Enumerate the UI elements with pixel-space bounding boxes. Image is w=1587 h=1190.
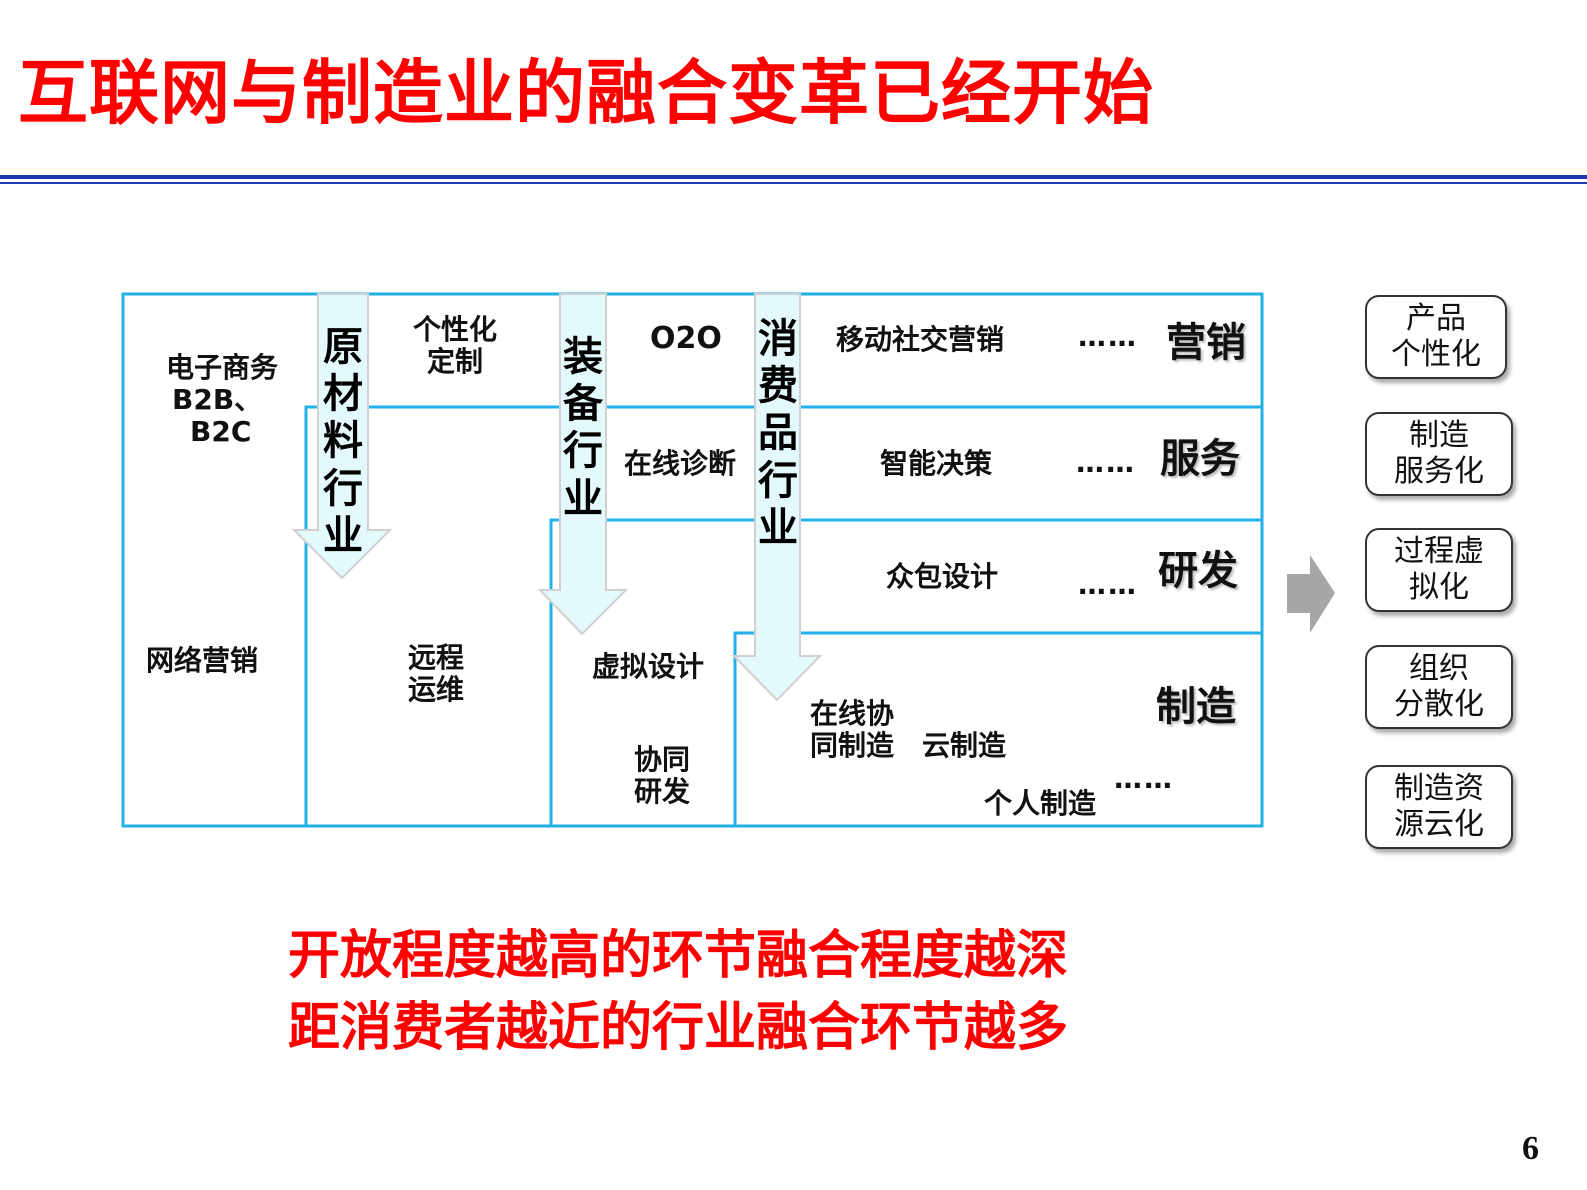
conclusion-line-1: 开放程度越高的环节融合程度越深: [288, 926, 1069, 986]
trend-resource-cloudification: 制造资源云化: [1365, 765, 1513, 849]
conclusion-line-2: 距消费者越近的行业融合环节越多: [288, 998, 1069, 1058]
raw-material-arrow: [291, 293, 393, 580]
equipment-region: [549, 518, 1262, 826]
o2o-cell: O2O: [650, 321, 722, 356]
page-title: 互联网与制造业的融合变革已经开始: [18, 52, 1154, 134]
trend-arrow: [1287, 555, 1335, 633]
personalized-custom-cell: 个性化 定制: [412, 313, 497, 379]
cloud-manufacturing-cell: 云制造: [922, 729, 1007, 762]
network-marketing-cell: 网络营销: [146, 644, 259, 677]
diagram-outer-frame: [121, 292, 1264, 828]
industry-label-raw: 原 材 料 行 业: [323, 324, 363, 559]
consumer-arrow: [731, 293, 823, 702]
trend-organization-decentralization: 组织分散化: [1365, 645, 1513, 729]
trend-process-virtualization: 过程虚拟化: [1365, 528, 1513, 612]
stage-manufacturing: 制造: [1156, 684, 1236, 730]
stage-service: 服务: [1160, 436, 1240, 482]
service-ellipsis: ……: [1076, 446, 1136, 479]
industry-label-equipment: 装 备 行 业: [563, 334, 603, 522]
manufacturing-ellipsis: ……: [1114, 762, 1174, 795]
virtual-design-cell: 虚拟设计: [592, 650, 705, 683]
title-rule-top: [0, 175, 1587, 179]
online-diagnosis-cell: 在线诊断: [624, 447, 737, 480]
stage-marketing: 营销: [1166, 320, 1246, 366]
equipment-arrow: [537, 293, 629, 636]
mobile-social-marketing-cell: 移动社交营销: [836, 323, 1005, 356]
raw-material-region: [304, 405, 1262, 826]
stage-rnd: 研发: [1158, 548, 1238, 594]
trend-product-personalization: 产品个性化: [1365, 295, 1507, 379]
smart-decision-cell: 智能决策: [880, 447, 993, 480]
rnd-ellipsis: ……: [1078, 568, 1138, 601]
crowdsourced-design-cell: 众包设计: [886, 560, 999, 593]
page-number: 6: [1522, 1130, 1539, 1167]
marketing-ellipsis: ……: [1078, 320, 1138, 353]
collab-rnd-cell: 协同 研发: [633, 743, 690, 809]
industry-label-consumer: 消 费 品 行 业: [758, 316, 798, 551]
remote-ops-cell: 远程 运维: [407, 641, 464, 707]
trend-manufacturing-servitization: 制造服务化: [1365, 412, 1513, 496]
ecommerce-cell: 电子商务 B2B、 B2C: [165, 351, 278, 449]
personal-manufacturing-cell: 个人制造: [984, 787, 1097, 820]
online-collab-manufacturing-cell: 在线协 同制造: [810, 697, 895, 763]
title-rule-bottom: [0, 182, 1587, 184]
